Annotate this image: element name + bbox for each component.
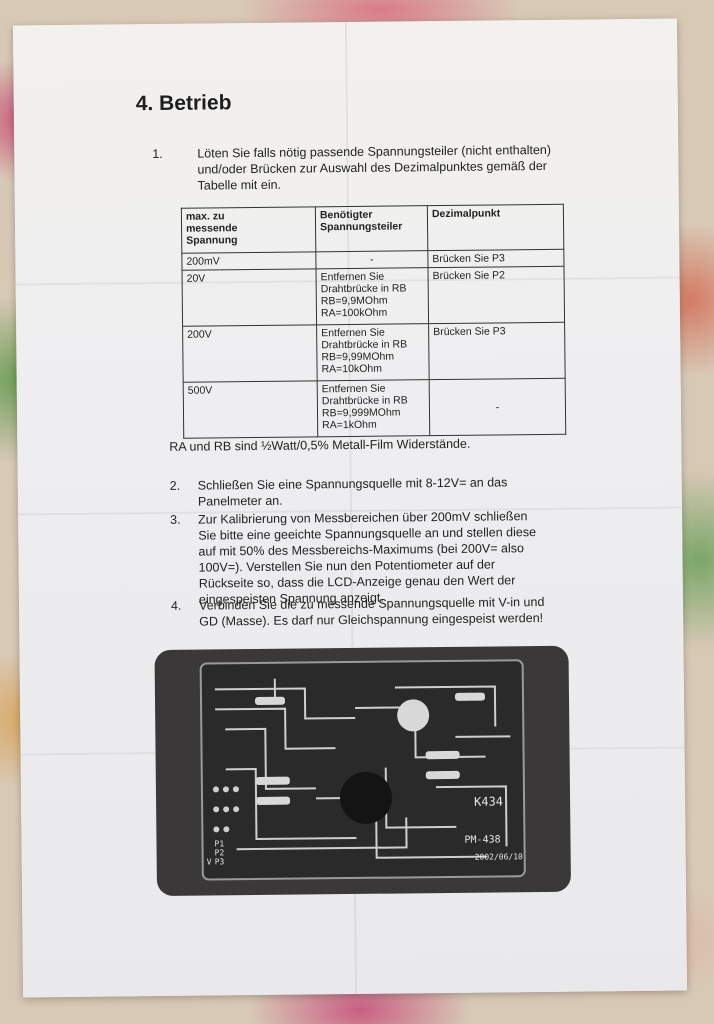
- step-1: 1. Löten Sie falls nötig passende Spannu…: [152, 142, 583, 197]
- step-2: 2. Schließen Sie eine Spannungsquelle mi…: [170, 473, 590, 511]
- pad-label-p2: P2: [214, 848, 225, 858]
- cell-voltage: 200mV: [181, 251, 316, 271]
- cell-voltage: 20V: [182, 268, 317, 327]
- circuit-board-image: K434 PM-438 2002/06/10 P1 P2 P3 V: [154, 645, 572, 897]
- resistor-note: RA und RB sind ½Watt/0,5% Metall-Film Wi…: [169, 436, 471, 454]
- board-model-label: K434: [474, 794, 504, 809]
- board-part-label: PM-438: [464, 834, 501, 846]
- instruction-sheet: 4. Betrieb 1. Löten Sie falls nötig pass…: [12, 18, 688, 998]
- cell-voltage: 200V: [182, 324, 318, 383]
- board-date-label: 2002/06/10: [474, 852, 523, 862]
- pad-label-p1: P1: [214, 839, 225, 849]
- step-line: GD (Masse). Es darf nur Gleichspannung e…: [199, 610, 544, 629]
- step-number: 3.: [170, 512, 181, 527]
- table-header-decimal: Dezimalpunkt: [427, 204, 564, 251]
- cell-decimal: -: [429, 378, 566, 436]
- cell-divider: -: [315, 250, 428, 269]
- cell-decimal: Brücken Sie P3: [428, 322, 566, 380]
- vin-label: V: [206, 857, 212, 867]
- pcb-traces: [199, 659, 526, 881]
- step-number: 4.: [170, 598, 182, 613]
- cell-decimal: Brücken Sie P3: [427, 249, 564, 268]
- step-number: 2.: [169, 478, 181, 493]
- step-line: Panelmeter an.: [197, 493, 283, 509]
- step-number: 1.: [152, 146, 163, 162]
- section-heading: 4. Betrieb: [135, 91, 232, 116]
- cell-decimal: Brücken Sie P2: [427, 266, 565, 324]
- pad-label-p3: P3: [214, 857, 225, 867]
- step-4: 4. Verbinden Sie die zu messende Spannun…: [171, 593, 601, 632]
- step-line: Schließen Sie eine Spannungsquelle mit 8…: [197, 475, 508, 493]
- step-line: Tabelle mit ein.: [197, 177, 282, 193]
- cell-voltage: 500V: [183, 380, 318, 439]
